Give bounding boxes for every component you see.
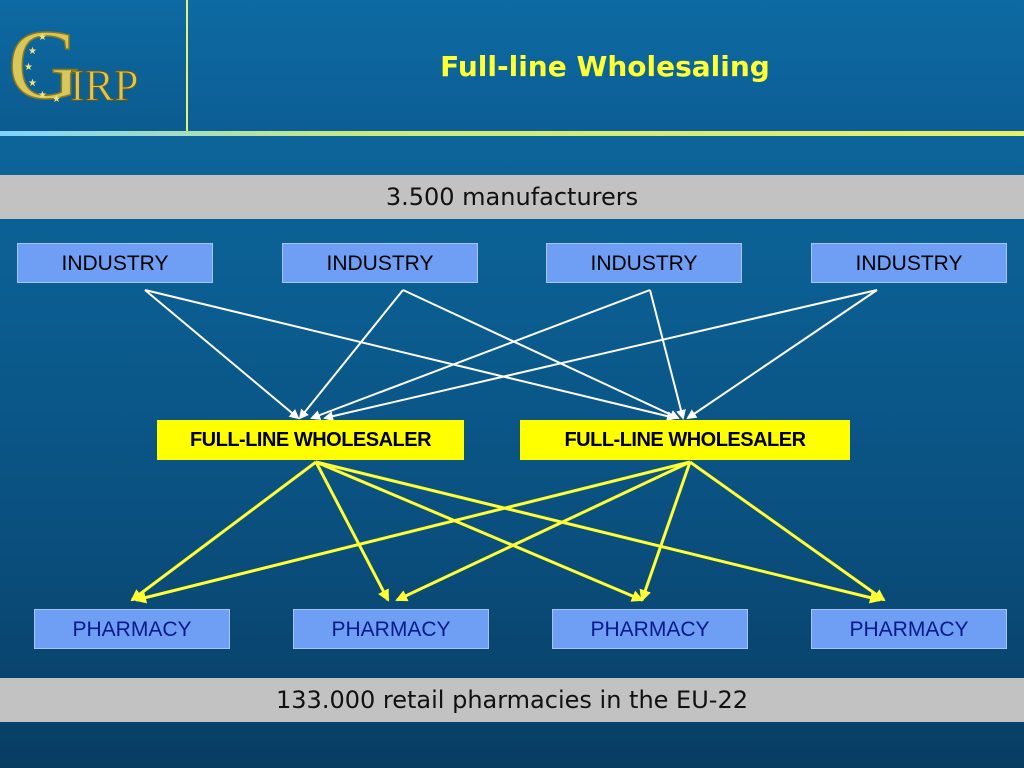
industry-box-3: INDUSTRY xyxy=(546,243,742,283)
arrow-wholesaler1-pharmacy1 xyxy=(130,460,317,602)
header-divider xyxy=(0,131,1024,136)
logo-panel: G IRP ★ ★ ★ ★ ★ ★ xyxy=(0,0,188,132)
arrow-wholesaler1-pharmacy4 xyxy=(315,460,882,604)
wholesaler-box-1: FULL-LINE WHOLESALER xyxy=(157,420,464,460)
pharmacy-box-3: PHARMACY xyxy=(552,609,748,649)
arrow-industry1-wholesaler2 xyxy=(144,289,677,421)
svg-text:★: ★ xyxy=(52,94,61,105)
arrow-industry3-wholesaler2 xyxy=(649,289,686,420)
arrow-wholesaler2-pharmacy4 xyxy=(689,460,886,602)
pharmacy-box-2: PHARMACY xyxy=(293,609,489,649)
arrow-wholesaler2-pharmacy2 xyxy=(395,460,691,602)
arrow-wholesaler1-pharmacy2 xyxy=(314,461,390,602)
manufacturers-band: 3.500 manufacturers xyxy=(0,175,1024,219)
svg-text:★: ★ xyxy=(24,62,33,73)
arrow-industry4-wholesaler2 xyxy=(686,289,878,420)
arrow-wholesaler1-pharmacy3 xyxy=(315,460,644,602)
industry-box-1: INDUSTRY xyxy=(17,243,213,283)
wholesaler-box-2: FULL-LINE WHOLESALER xyxy=(520,420,850,460)
logo-letter-g: G xyxy=(8,12,80,112)
svg-text:★: ★ xyxy=(28,78,37,89)
distribution-arrows xyxy=(130,460,886,604)
svg-text:★: ★ xyxy=(28,46,37,57)
star-ring-icon: ★ ★ ★ ★ ★ ★ xyxy=(24,32,61,105)
logo-letters-irp: IRP xyxy=(70,61,138,110)
page-title: Full-line Wholesaling xyxy=(440,50,770,83)
arrow-wholesaler2-pharmacy3 xyxy=(639,461,692,602)
pharmacies-band: 133.000 retail pharmacies in the EU-22 xyxy=(0,678,1024,722)
header-bar: G IRP ★ ★ ★ ★ ★ ★ Full-line Wholesaling xyxy=(0,0,1024,135)
girp-logo: G IRP ★ ★ ★ ★ ★ ★ xyxy=(8,12,139,112)
svg-text:★: ★ xyxy=(38,32,47,43)
arrow-industry3-wholesaler1 xyxy=(310,289,651,420)
arrow-industry2-wholesaler2 xyxy=(402,289,680,420)
svg-text:★: ★ xyxy=(38,90,47,101)
arrow-industry1-wholesaler1 xyxy=(144,289,300,420)
pharmacy-box-1: PHARMACY xyxy=(34,609,230,649)
industry-box-2: INDUSTRY xyxy=(282,243,478,283)
arrow-industry4-wholesaler1 xyxy=(323,289,878,422)
industry-box-4: INDUSTRY xyxy=(811,243,1007,283)
supply-arrows xyxy=(144,289,878,422)
arrow-industry2-wholesaler1 xyxy=(298,289,404,420)
arrow-wholesaler2-pharmacy1 xyxy=(134,460,691,604)
pharmacy-box-4: PHARMACY xyxy=(811,609,1007,649)
